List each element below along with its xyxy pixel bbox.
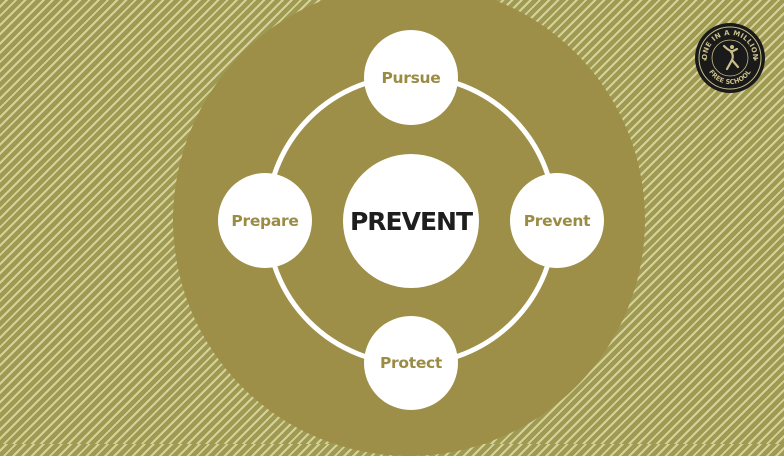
center-label: PREVENT	[349, 206, 473, 236]
node-label: Prevent	[523, 211, 591, 230]
node-label: Protect	[379, 354, 443, 372]
node-pursue: Pursue	[364, 30, 458, 125]
node-prevent: Prevent	[510, 173, 604, 268]
center-node: PREVENT	[343, 154, 479, 288]
school-logo: ONE IN A MILLION FREE SCHOOL ★ ★	[695, 23, 765, 93]
node-prepare: Prepare	[218, 173, 312, 268]
star-icon: ★	[753, 57, 758, 63]
node-protect: Protect	[364, 316, 458, 410]
node-label: Pursue	[381, 68, 441, 87]
leaping-figure-icon	[722, 44, 740, 71]
star-icon: ★	[703, 57, 708, 63]
node-label: Prepare	[231, 211, 299, 230]
